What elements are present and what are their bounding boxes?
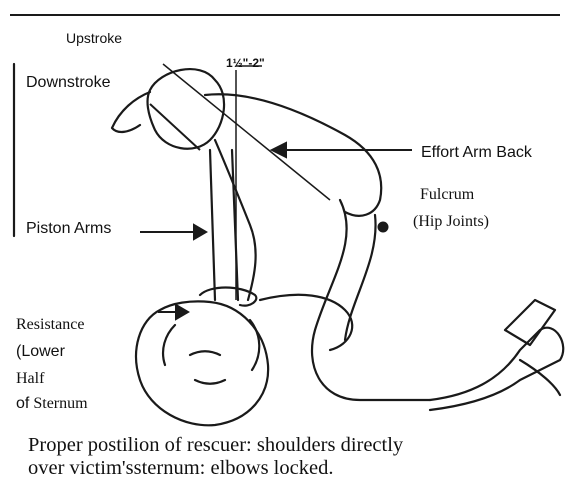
rescuer-hair <box>112 92 150 132</box>
fulcrum-detail-label: (Hip Joints) <box>413 213 489 231</box>
victim-shoulder <box>260 295 352 350</box>
stroke-depth-label: 1½"-2" <box>226 56 265 70</box>
resistance-sternum-label: Sternum <box>33 395 87 412</box>
rescuer-leg-inner <box>345 215 376 340</box>
caption-line-1: Proper postilion of rescuer: shoulders d… <box>28 434 568 457</box>
resistance-sternum-line: of Sternum <box>16 395 88 413</box>
rescuer-shin <box>430 328 563 410</box>
rescuer-shoe <box>505 300 555 345</box>
fulcrum-label: Fulcrum <box>420 186 474 204</box>
resistance-label: Resistance <box>16 316 84 334</box>
resistance-lower-label: (Lower <box>16 343 65 361</box>
resistance-of-label: of <box>16 395 29 412</box>
resistance-arrowhead <box>176 305 188 319</box>
upstroke-line <box>163 64 330 200</box>
downstroke-label: Downstroke <box>26 74 110 92</box>
rescuer-arms <box>210 150 238 300</box>
upstroke-label: Upstroke <box>66 30 122 46</box>
victim-hair <box>163 320 259 370</box>
victim-face <box>190 351 225 384</box>
fulcrum-dot <box>379 223 388 232</box>
effort-arm-label: Effort Arm Back <box>421 144 532 162</box>
victim-head <box>136 301 268 425</box>
diagram-caption: Proper postilion of rescuer: shoulders d… <box>28 434 568 480</box>
resistance-half-label: Half <box>16 370 44 388</box>
downstroke-arrow <box>150 104 200 150</box>
caption-line-2: over victim'ssternum: elbows locked. <box>28 457 568 480</box>
piston-arms-arrowhead <box>194 225 206 239</box>
piston-arms-label: Piston Arms <box>26 220 111 238</box>
